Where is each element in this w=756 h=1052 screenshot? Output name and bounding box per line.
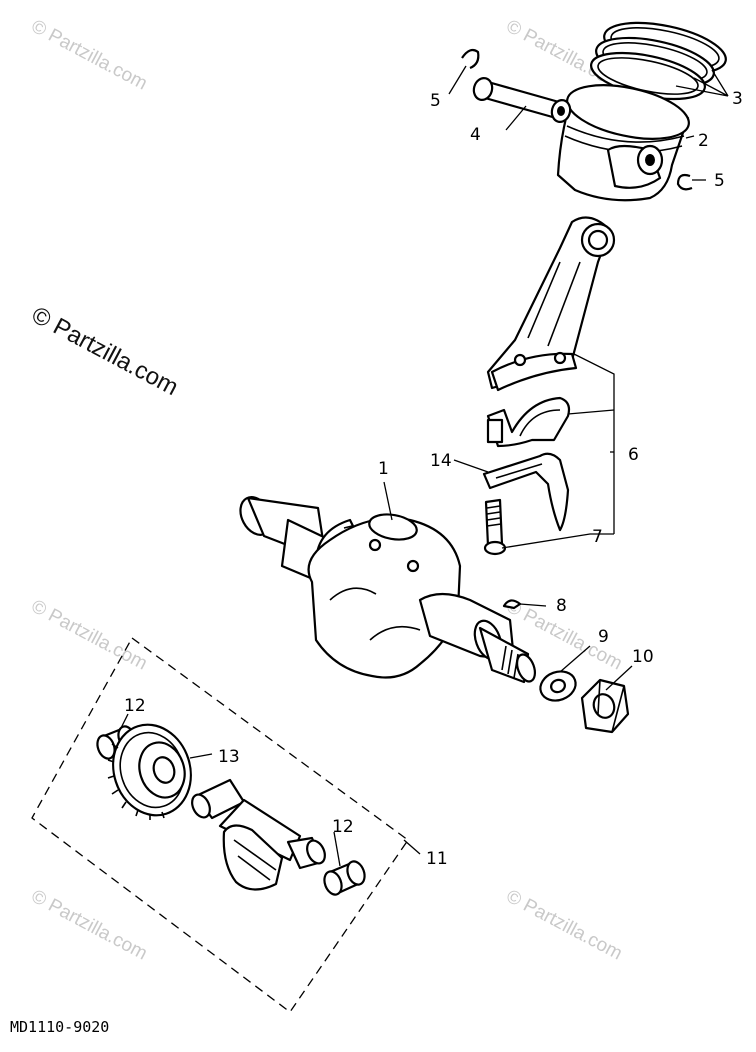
connecting-rod-cap[interactable] [486,396,571,448]
piston[interactable] [556,76,694,202]
callout-13: 13 [218,747,240,767]
crankshaft[interactable] [234,492,538,684]
watermark-main: © Partzilla.com [27,301,182,401]
circlip-left[interactable] [461,48,480,70]
callout-14: 14 [430,451,452,471]
washer[interactable] [536,667,579,706]
connecting-rod[interactable] [486,216,616,392]
balancer-assembly-boundary [31,637,409,1013]
drawing-code: MD1110-9020 [10,1018,109,1036]
balancer-gear[interactable] [102,715,203,826]
rod-bolt[interactable] [483,498,507,556]
watermark: © Partzilla.com [28,596,151,675]
circlip-right[interactable] [676,173,693,191]
callout-8: 8 [556,596,567,616]
callout-12-lower: 12 [332,817,354,837]
watermark-group: © Partzilla.com © Partzilla.com © Partzi… [28,16,626,965]
callout-12-upper: 12 [124,696,146,716]
callout-7: 7 [592,527,603,547]
callout-11: 11 [426,849,448,869]
balancer-shaft[interactable] [189,778,329,891]
callout-5-right: 5 [714,171,725,191]
watermark: © Partzilla.com [28,886,151,965]
watermark: © Partzilla.com [28,16,151,95]
callout-3: 3 [732,89,743,109]
callout-9: 9 [598,627,609,647]
piston-pin[interactable] [471,76,572,124]
leader-lines [119,65,729,867]
watermark: © Partzilla.com [503,886,626,965]
callout-6: 6 [628,445,639,465]
nut[interactable] [580,678,630,734]
callout-4: 4 [470,125,481,145]
woodruff-key[interactable] [502,599,522,610]
callout-1: 1 [378,459,389,479]
callout-2: 2 [698,131,709,151]
balancer-bearing-right[interactable] [321,859,367,897]
callout-10: 10 [632,647,654,667]
rod-bearing[interactable] [482,452,570,532]
callout-5-left: 5 [430,91,441,111]
